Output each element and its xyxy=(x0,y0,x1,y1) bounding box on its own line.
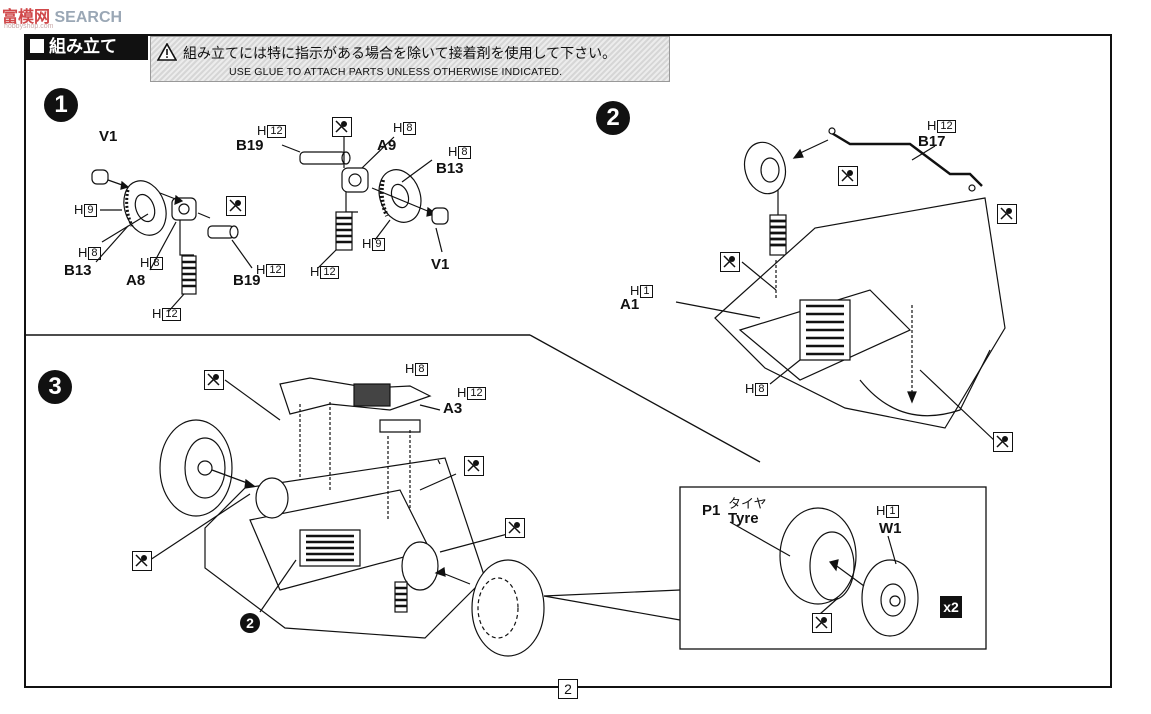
part-label-a9: A9 xyxy=(377,137,397,154)
part-label-a8: A8 xyxy=(126,272,146,289)
notice-en: USE GLUE TO ATTACH PARTS UNLESS OTHERWIS… xyxy=(229,66,563,78)
step-2-badge: 2 xyxy=(596,101,630,135)
part-label-w1: W1 xyxy=(879,520,902,537)
no-glue-icon xyxy=(720,252,740,272)
no-glue-icon xyxy=(997,204,1017,224)
no-glue-icon xyxy=(204,370,224,390)
part-label-p1: P1 xyxy=(702,502,721,519)
watermark-logo: 富模网 SEARCH xyxy=(2,9,123,26)
tyre-label-jp: タイヤ xyxy=(728,496,767,511)
step-1-badge: 1 xyxy=(44,88,78,122)
no-glue-icon xyxy=(464,456,484,476)
part-label-a1: A1 xyxy=(620,296,640,313)
quantity-badge: x2 xyxy=(940,596,962,618)
part-label-v1: V1 xyxy=(99,128,118,145)
part-label-b17: B17 xyxy=(918,133,946,150)
ref-step-2-badge: 2 xyxy=(240,613,260,633)
warning-icon xyxy=(157,43,177,61)
page-number: 2 xyxy=(558,679,578,699)
part-label-b13: B13 xyxy=(436,160,464,177)
step-3-badge: 3 xyxy=(38,370,72,404)
section-header: 組み立て xyxy=(24,34,148,60)
notice-jp: 組み立てには特に指示がある場合を除いて接着剤を使用して下さい。 xyxy=(183,45,617,61)
tyre-label-en: Tyre xyxy=(728,510,759,527)
no-glue-icon xyxy=(838,166,858,186)
square-icon xyxy=(30,39,44,53)
part-label-v1: V1 xyxy=(431,256,450,273)
part-label-b13: B13 xyxy=(64,262,92,279)
no-glue-icon xyxy=(226,196,246,216)
no-glue-icon xyxy=(505,518,525,538)
section-title: 組み立て xyxy=(49,37,117,56)
glue-notice: 組み立てには特に指示がある場合を除いて接着剤を使用して下さい。 USE GLUE… xyxy=(150,36,670,82)
watermark-sub: hobbyshop.com xyxy=(4,23,54,30)
no-glue-icon xyxy=(993,432,1013,452)
no-glue-icon xyxy=(332,117,352,137)
part-label-b19: B19 xyxy=(236,137,264,154)
no-glue-icon xyxy=(132,551,152,571)
part-label-a3: A3 xyxy=(443,400,463,417)
part-label-b19: B19 xyxy=(233,272,261,289)
no-glue-icon xyxy=(812,613,832,633)
